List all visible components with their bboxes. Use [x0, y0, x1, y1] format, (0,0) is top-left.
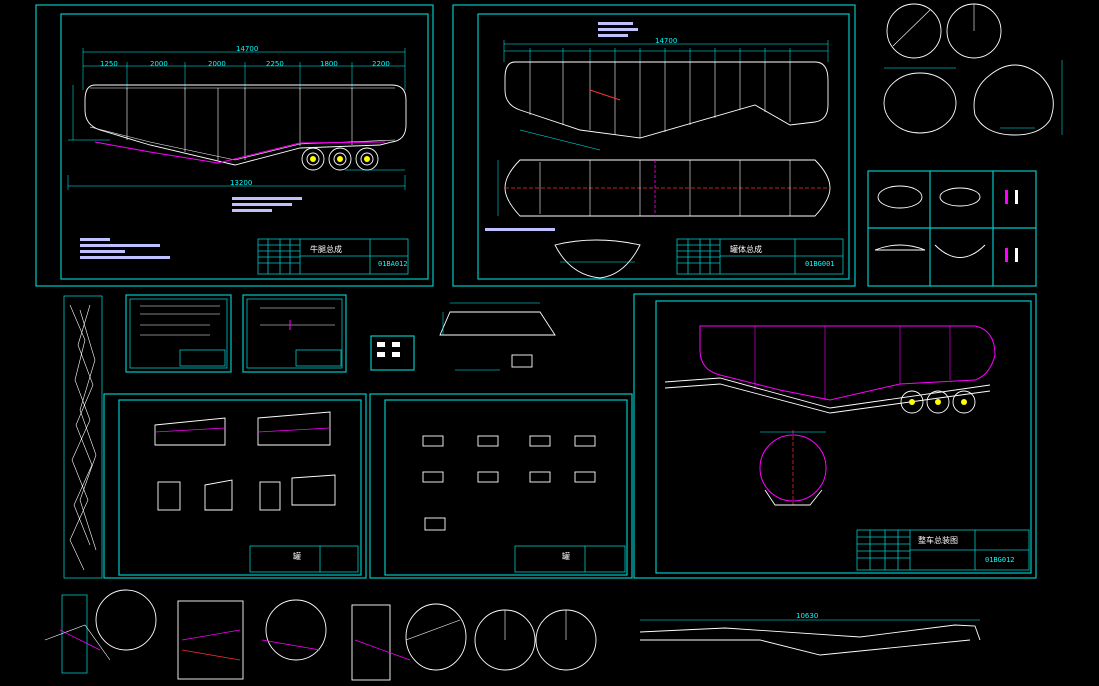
sheet-small-parts [125, 294, 415, 373]
parts-b-title: 罐 [562, 552, 570, 561]
sheet-side-strip [63, 295, 103, 579]
head-details [883, 3, 1063, 136]
sheet-tank-plan-view [452, 4, 856, 287]
bottom-profile-length: 10630 [796, 612, 819, 620]
bracket-drawing [439, 302, 556, 371]
plan-title-block-name: 罐体总成 [730, 245, 762, 254]
sheet-parts-b [369, 393, 633, 579]
sheet-head-sections [867, 170, 1037, 287]
side-bottom-length: 13200 [230, 179, 253, 187]
side-total-length: 14700 [236, 45, 259, 53]
side-title-block-code: 01BA012 [378, 260, 408, 268]
assembly-title-block-name: 整车总装图 [918, 536, 958, 545]
side-seg-1: 1250 [100, 60, 118, 68]
side-seg-3: 2000 [208, 60, 226, 68]
assembly-title-block-code: 01BG012 [985, 556, 1015, 564]
bottom-details [44, 589, 981, 681]
side-seg-6: 2200 [372, 60, 390, 68]
side-seg-4: 2250 [266, 60, 284, 68]
side-seg-2: 2000 [150, 60, 168, 68]
side-seg-5: 1800 [320, 60, 338, 68]
parts-a-title: 罐 [293, 552, 301, 561]
sheet-parts-a [103, 393, 367, 579]
sheet-tank-side-view [35, 4, 434, 287]
plan-title-block-code: 01BG001 [805, 260, 835, 268]
side-title-block-name: 牛腿总成 [310, 245, 342, 254]
sheet-assembly-view [633, 293, 1037, 579]
plan-total-length: 14700 [655, 37, 678, 45]
